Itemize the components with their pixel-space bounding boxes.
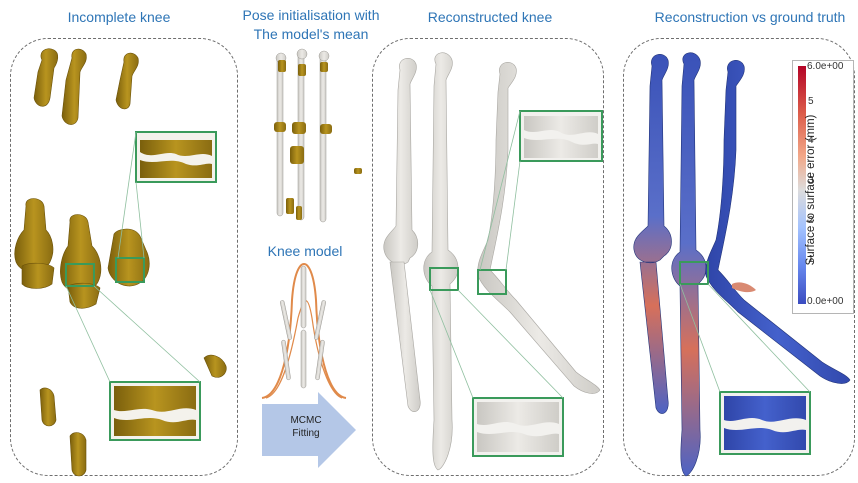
reconstructed-leg-2 (424, 53, 458, 470)
inset-bottom-bone (114, 386, 196, 412)
reconstructed-insets (430, 111, 602, 456)
mcmc-label-line2: Fitting (266, 427, 346, 440)
fibula-fragment-1 (204, 355, 226, 377)
colorbar-tick-5: 5 (808, 97, 814, 107)
femur-head-fragment-3 (116, 53, 138, 109)
colorbar-title: Surface to surface error (mm) (803, 110, 819, 270)
error-map-leg-1 (634, 54, 672, 413)
colorbar-min-label: 0.0e+00 (807, 297, 843, 307)
reconstructed-leg-1 (384, 58, 418, 264)
inset-top-bone (140, 140, 212, 156)
mcmc-label-line1: MCMC (266, 414, 346, 427)
mcmc-fitting-label: MCMC Fitting (266, 414, 346, 440)
tibia-fragment-1 (15, 199, 53, 272)
fibula-fragment-3 (70, 433, 86, 476)
knee-model-illustration (262, 264, 346, 398)
femur-head-fragment-1 (34, 49, 58, 107)
fibula-fragment-2 (40, 388, 56, 426)
zoom-line-4 (94, 286, 200, 382)
tibia-fragment-1-lower (22, 263, 54, 288)
femur-head-fragment-2 (62, 49, 86, 125)
reconstructed-tibia-1 (390, 262, 420, 412)
error-map-leg-2 (672, 53, 706, 476)
mean-model-gold-fragments (274, 60, 362, 220)
incomplete-knee-insets (66, 132, 216, 440)
colorbar-max-label: 6.0e+00 (807, 62, 843, 72)
